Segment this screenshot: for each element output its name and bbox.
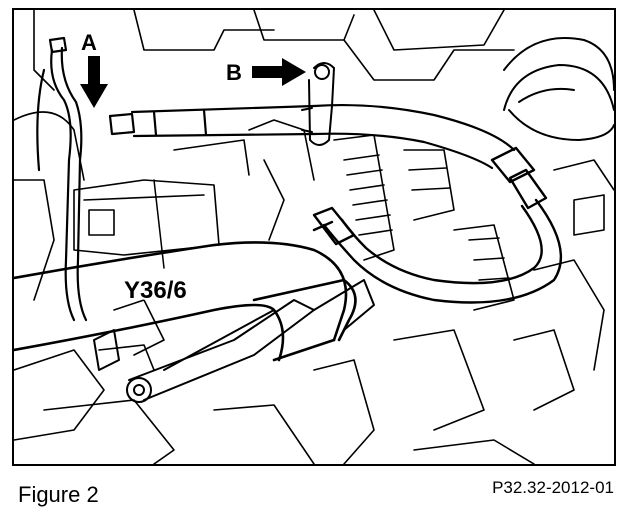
component-leader-line [153, 179, 165, 269]
coolant-hose [14, 241, 357, 362]
fuel-line [108, 103, 516, 170]
arrow-a [80, 56, 108, 108]
engine-block-lines [14, 10, 614, 464]
engine-bay-drawing: A B Y36/6 [14, 10, 614, 464]
figure-reference-code: P32.32-2012-01 [492, 478, 614, 497]
callout-b-label: B [226, 60, 242, 85]
vacuum-hose [312, 146, 562, 304]
cylindrical-housing [503, 37, 614, 141]
linkage-arm [93, 279, 375, 403]
component-label: Y36/6 [124, 277, 187, 304]
arrow-b [252, 58, 306, 86]
wiring-harness [36, 36, 88, 322]
callout-a-label: A [81, 30, 97, 55]
figure-caption: Figure 2 [18, 482, 99, 507]
retaining-clip [301, 62, 335, 146]
technical-illustration: A B Y36/6 [12, 8, 616, 466]
